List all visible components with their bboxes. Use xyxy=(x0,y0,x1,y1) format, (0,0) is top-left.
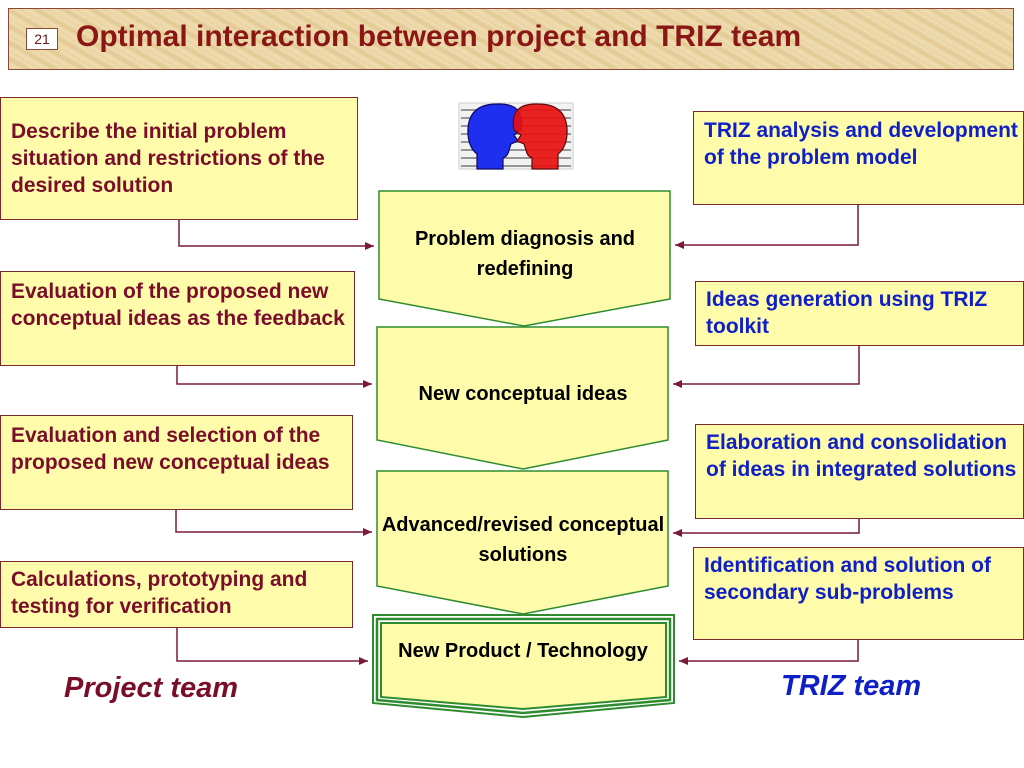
connector-left-1 xyxy=(178,220,374,250)
red-head-icon xyxy=(512,103,568,170)
slide-title: Optimal interaction between project and … xyxy=(76,20,802,53)
connector-right-3 xyxy=(673,519,860,537)
stage-shape-1 xyxy=(378,190,671,327)
left-connectors xyxy=(175,220,374,665)
project-step-verification: Calculations, prototyping and testing fo… xyxy=(0,561,353,628)
stage-label-problem-diagnosis: Problem diagnosis and redefining xyxy=(414,228,636,280)
stage-shape-2 xyxy=(376,326,669,470)
connector-right-4 xyxy=(679,640,859,665)
title-bar xyxy=(8,8,1014,70)
project-step-evaluation-feedback: Evaluation of the proposed new conceptua… xyxy=(0,271,355,366)
project-team-label: Project team xyxy=(64,672,239,704)
connector-left-3 xyxy=(175,510,372,536)
stage-shape-3 xyxy=(376,470,669,615)
triz-step-elaboration: Elaboration and consolidation of ideas i… xyxy=(695,424,1024,519)
connector-right-1 xyxy=(675,205,859,249)
stage-label-new-product: New Product / Technology xyxy=(398,640,648,662)
project-step-evaluation-selection: Evaluation and selection of the proposed… xyxy=(0,415,353,510)
stage-shape-4 xyxy=(372,614,675,719)
stage-label-advanced-solutions: Advanced/revised conceptual solutions xyxy=(381,514,665,566)
blue-head-icon xyxy=(467,103,523,170)
right-connectors xyxy=(673,205,860,665)
triz-step-ideas-generation: Ideas generation using TRIZ toolkit xyxy=(695,281,1024,346)
triz-team-label: TRIZ team xyxy=(781,670,922,702)
triz-step-secondary-problems: Identification and solution of secondary… xyxy=(693,547,1024,640)
two-heads-icon xyxy=(458,102,574,170)
project-step-describe-problem: Describe the initial problem situation a… xyxy=(0,97,358,220)
connector-left-2 xyxy=(176,366,372,388)
slide-number: 21 xyxy=(26,28,58,50)
stage-label-new-conceptual-ideas: New conceptual ideas xyxy=(418,383,628,405)
connector-left-4 xyxy=(176,628,368,665)
triz-step-analysis: TRIZ analysis and development of the pro… xyxy=(693,111,1024,205)
connector-right-2 xyxy=(673,346,860,388)
